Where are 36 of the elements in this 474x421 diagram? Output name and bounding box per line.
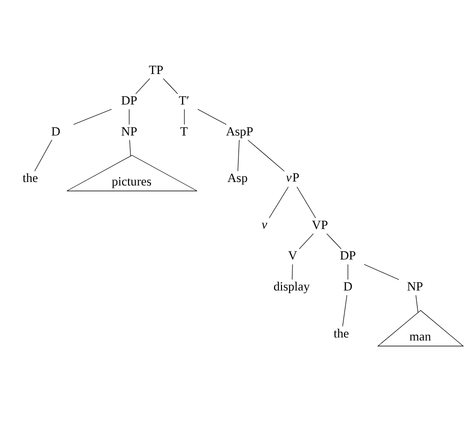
node-text: NP	[406, 279, 423, 294]
connector	[128, 109, 129, 125]
connector	[72, 108, 112, 125]
node-text: T′	[178, 94, 189, 108]
connector	[268, 186, 288, 218]
connector	[128, 140, 130, 156]
node-text: NP	[120, 124, 137, 138]
node-text: the	[333, 326, 348, 340]
node-text: V	[288, 248, 297, 263]
node-text: vP	[286, 170, 299, 184]
connector	[296, 186, 316, 218]
node-text: Asp	[226, 171, 248, 186]
connector	[162, 78, 178, 94]
node-text: D	[342, 279, 352, 294]
connector	[298, 233, 314, 250]
connector	[363, 264, 399, 280]
connector	[326, 233, 341, 250]
connector	[347, 264, 348, 280]
node-text: display	[272, 279, 310, 294]
connector	[196, 109, 226, 125]
node-text: DP	[120, 94, 137, 108]
connector	[247, 140, 284, 172]
node-text: v	[261, 217, 267, 232]
connector	[134, 78, 150, 94]
connector	[415, 294, 418, 313]
connector	[237, 140, 240, 172]
node-text: AspP	[225, 124, 253, 138]
node-text: DP	[339, 248, 356, 263]
connector	[342, 294, 347, 327]
node-text: the	[22, 171, 38, 186]
node-text: T	[180, 124, 188, 138]
connector	[291, 264, 292, 280]
node-text: D	[50, 124, 60, 138]
connector	[34, 140, 52, 172]
node-text: TP	[148, 62, 163, 77]
node-text: VP	[311, 218, 328, 232]
